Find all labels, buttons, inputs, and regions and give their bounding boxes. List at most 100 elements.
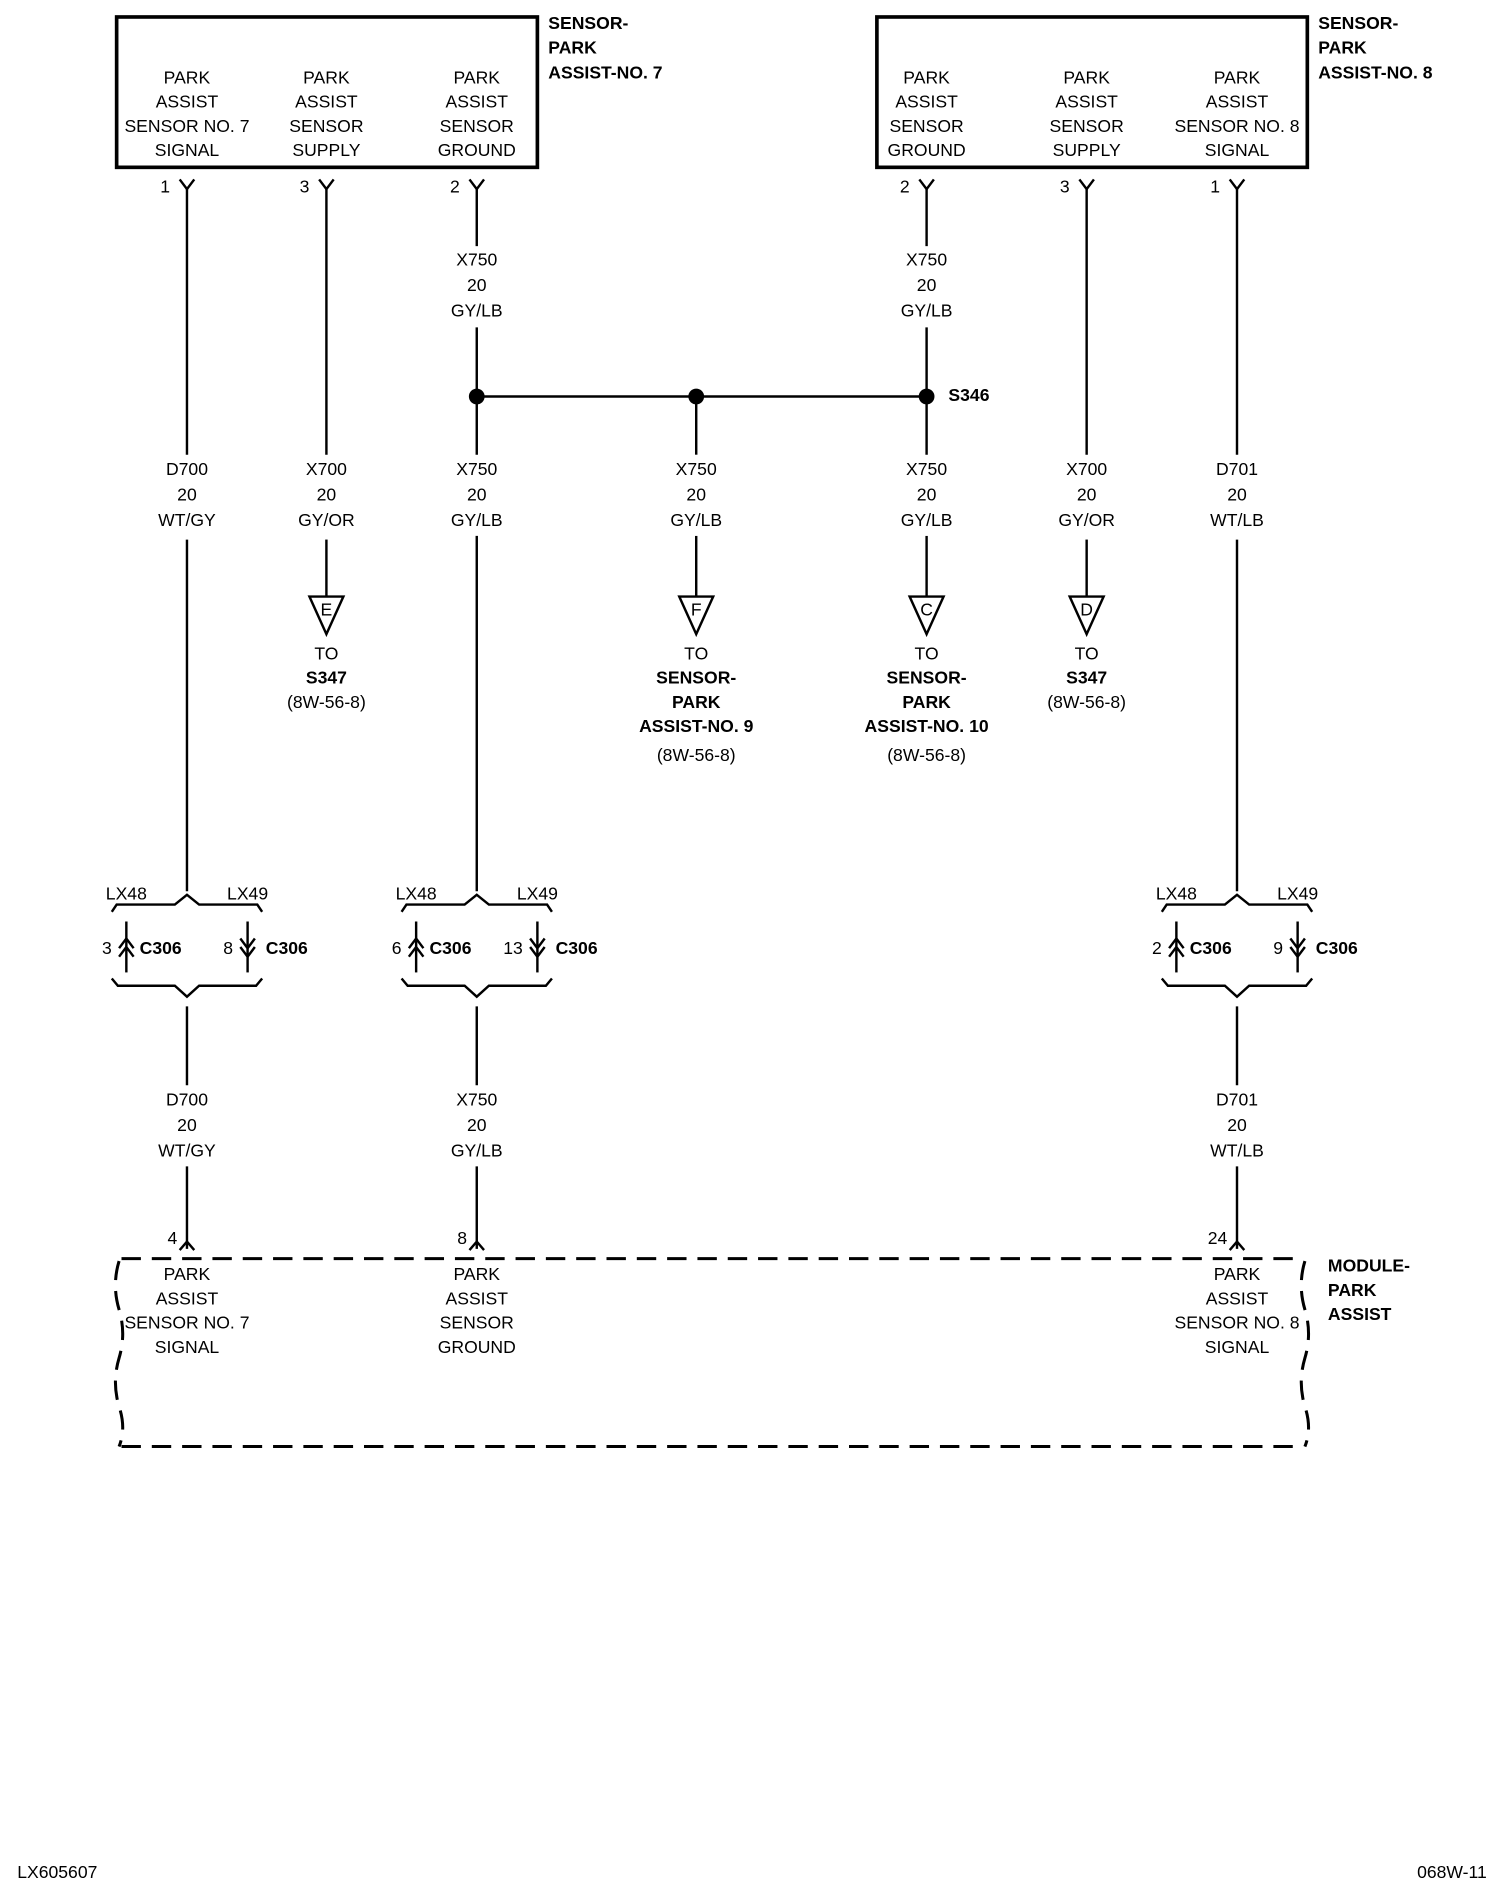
connector-name: C306 [1316,938,1358,958]
sensor8-title: SENSOR- [1318,13,1398,33]
wire-label: WT/GY [158,510,216,530]
figure-id: LX605607 [17,1862,97,1882]
wire-label: GY/OR [298,510,355,530]
pin-label: PARK [303,67,350,87]
male-terminal-icon [1228,1239,1246,1251]
wire-label: X700 [1066,459,1107,479]
module-pin-label: PARK [453,1264,500,1284]
wire-label: GY/OR [1058,510,1115,530]
wire-label: GY/LB [901,510,953,530]
wire-label: 20 [1077,485,1097,505]
wire-label: 20 [467,275,487,295]
offpage-text: S347 [306,668,347,688]
offpage-text: PARK [672,692,721,712]
wire-label: WT/GY [158,1141,216,1161]
connector-pin: 6 [392,938,402,958]
wire-label: 20 [467,1115,487,1135]
wire-label: D701 [1216,459,1258,479]
pin-label: ASSIST [1206,92,1269,112]
pin-number: 2 [900,177,910,197]
wire-label: 20 [467,485,487,505]
pin-label: GROUND [438,140,516,160]
pin-label: SENSOR [289,116,363,136]
labels: SENSOR- PARK ASSIST-NO. 7 PARK ASSIST SENSOR … [17,13,1487,1882]
offpage-text: (8W-56-8) [1047,692,1126,712]
module-pin-label: PARK [1214,1264,1261,1284]
wire-label: 20 [317,485,337,505]
pin-label: PARK [1214,67,1261,87]
pin-label: SENSOR [889,116,963,136]
connector-brace-bottom [1160,977,1314,999]
splice-dot [468,388,485,405]
offpage-text: (8W-56-8) [657,745,736,765]
module-pin-label: GROUND [438,1337,516,1357]
offpage-connector-icon [1067,595,1106,638]
module-pin-label: SIGNAL [1205,1337,1270,1357]
pin-label: PARK [453,67,500,87]
sensor7-title: SENSOR- [548,13,628,33]
wire-label: X750 [906,459,947,479]
pin-label: ASSIST [295,92,358,112]
connector-pin: 8 [223,938,233,958]
wire-label: X750 [676,459,717,479]
wire-label: GY/LB [451,1141,503,1161]
connector-name: C306 [556,938,598,958]
offpage-text: (8W-56-8) [287,692,366,712]
offpage-text: TO [314,643,338,663]
offpage-letter: D [1080,600,1093,620]
wire-label: D700 [166,459,208,479]
connector-name: C306 [1190,938,1232,958]
offpage-text: TO [915,643,939,663]
sensor7-title: ASSIST-NO. 7 [548,63,662,83]
wire-label: X750 [456,249,497,269]
module-pin-label: PARK [164,1264,211,1284]
wire-label: 20 [177,485,197,505]
module-pin-label: ASSIST [156,1288,219,1308]
wire-label: 20 [1227,1115,1247,1135]
wire-label: GY/LB [451,300,503,320]
female-terminal-icon [468,178,486,192]
connector-name: C306 [429,938,471,958]
module-pin-label: ASSIST [1206,1288,1269,1308]
option-label-lx48: LX48 [106,883,147,903]
male-terminal-icon [407,936,425,958]
module-pin-label: SENSOR NO. 8 [1174,1313,1299,1333]
pin-label: PARK [903,67,950,87]
male-terminal-icon [118,936,135,958]
female-terminal-icon [918,178,935,192]
connector-name: C306 [140,938,182,958]
connector-name: C306 [266,938,308,958]
connector-brace-top [110,893,264,913]
wire-label: X750 [906,249,947,269]
offpage-text: S347 [1066,668,1107,688]
module-title: MODULE- [1328,1256,1410,1276]
connector-brace-top [1160,893,1314,913]
wires [110,178,1314,1251]
module-pin-label: SIGNAL [155,1337,220,1357]
offpage-connector-icon [307,595,346,638]
connector-brace-bottom [400,977,553,999]
wire-label: 20 [686,485,706,505]
offpage-connector-icon [907,595,946,638]
connector-pin: 3 [102,938,112,958]
option-label-lx49: LX49 [517,883,558,903]
wire-label: D701 [1216,1090,1258,1110]
option-label-lx48: LX48 [396,883,437,903]
offpage-connector-icon [677,595,716,638]
module-title: ASSIST [1328,1304,1392,1324]
page-ref: 068W-11 [1417,1862,1487,1882]
wire-label: GY/LB [670,510,722,530]
wire-label: 20 [917,485,937,505]
male-terminal-icon [178,1239,196,1251]
wire-label: GY/LB [451,510,503,530]
offpage-letter: C [920,600,933,620]
pin-label: SUPPLY [292,140,360,160]
pin-number: 3 [1060,177,1070,197]
pin-label: SENSOR [440,116,514,136]
connector-brace-bottom [110,977,264,999]
offpage-text: TO [684,643,708,663]
female-terminal-icon [1228,178,1246,192]
male-terminal-icon [1168,936,1185,958]
offpage-text: PARK [902,692,951,712]
